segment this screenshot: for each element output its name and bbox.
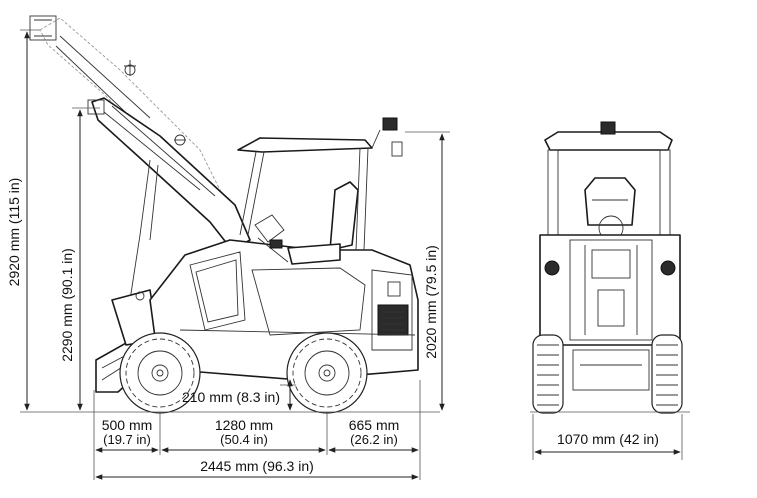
side-view-loader: [29, 15, 419, 414]
dimension-lines: [20, 29, 690, 480]
rops-canopy: [237, 117, 403, 251]
operator-seat: [254, 181, 359, 265]
overall-height-label: 2920 mm (115 in): [6, 178, 22, 287]
overall-length-label: 2445 mm (96.3 in): [200, 458, 314, 474]
cab-height-label: 2020 mm (79.5 in): [423, 245, 439, 359]
lift-height-label: 2290 mm (90.1 in): [59, 248, 75, 362]
front-overhang-in-label: (19.7 in): [103, 432, 151, 447]
front-overhang-mm-label: 500 mm: [102, 417, 153, 433]
wheelbase-in-label: (50.4 in): [220, 432, 268, 447]
rear-overhang-mm-label: 665 mm: [349, 417, 400, 433]
rear-overhang-in-label: (26.2 in): [350, 432, 398, 447]
wheelbase-mm-label: 1280 mm: [215, 417, 273, 433]
ground-clearance-label: 210 mm (8.3 in): [182, 389, 280, 405]
rear-wheel: [286, 332, 368, 414]
boom-arm: [87, 97, 251, 301]
dimension-labels: 2920 mm (115 in) 2290 mm (90.1 in) 2020 …: [6, 178, 659, 474]
front-view-loader: [532, 121, 683, 414]
overall-width-label: 1070 mm (42 in): [557, 431, 659, 447]
